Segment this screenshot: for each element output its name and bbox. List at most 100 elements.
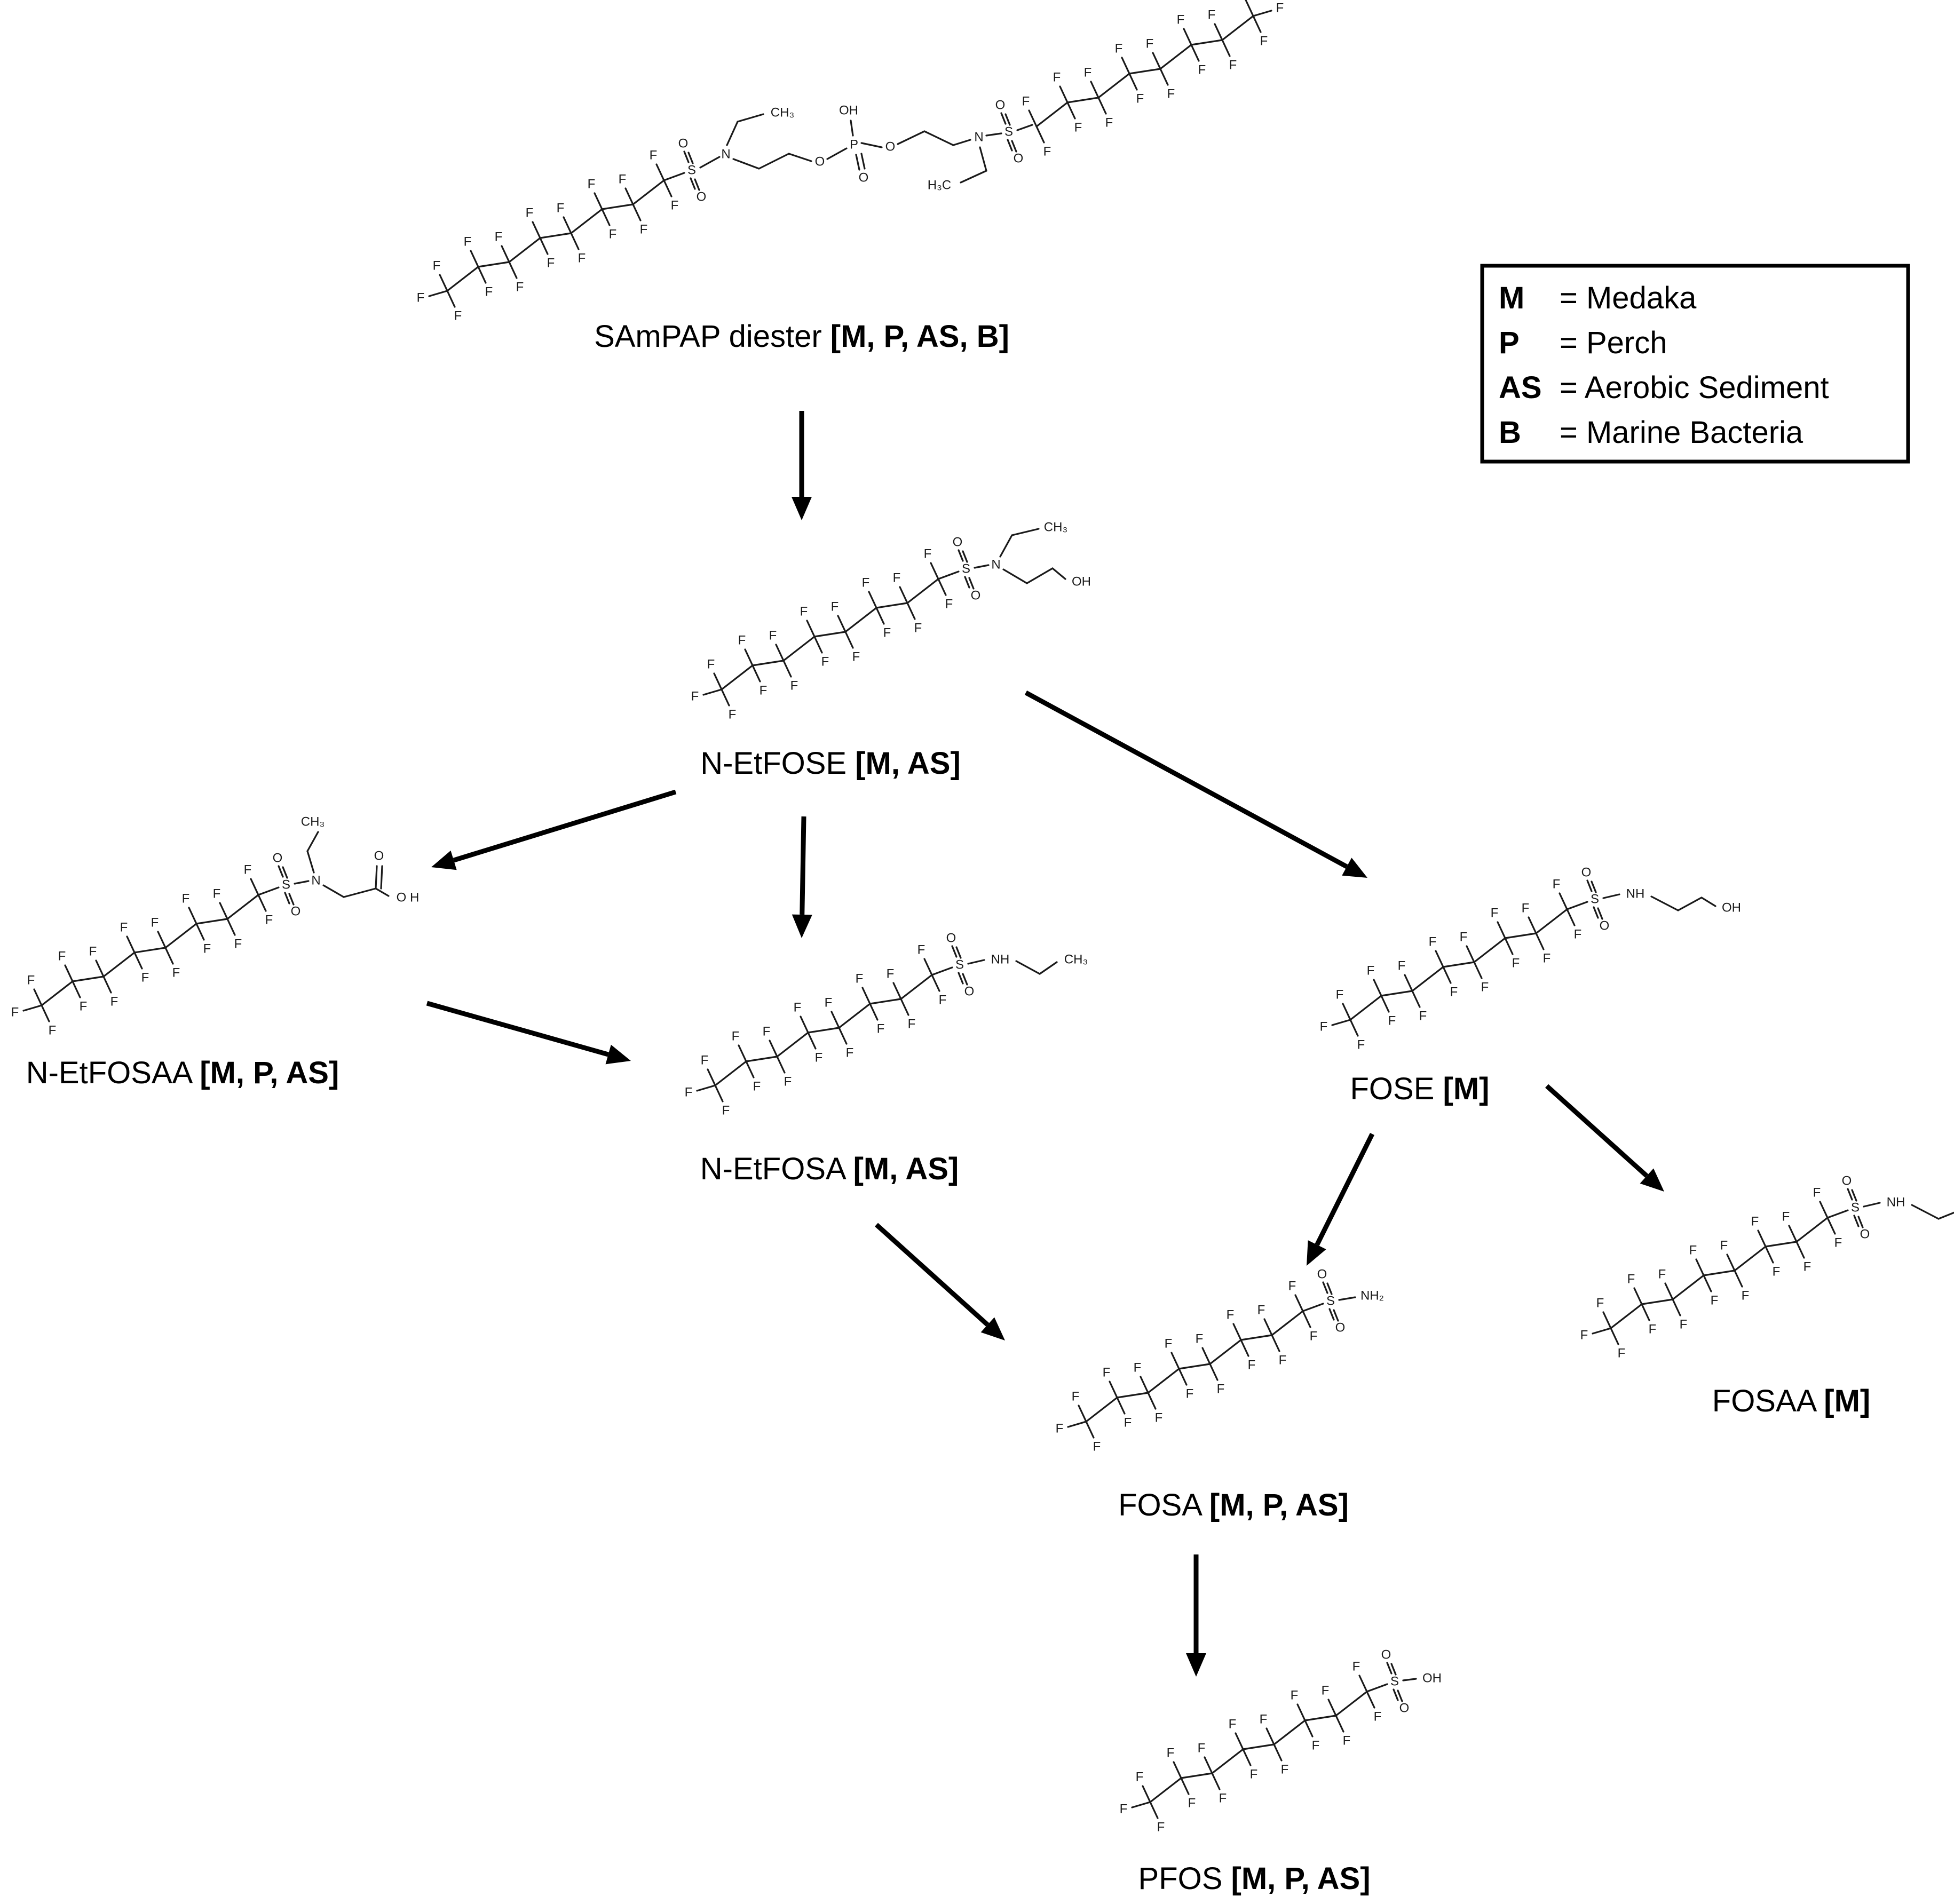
bond — [958, 972, 964, 985]
bond — [726, 121, 739, 146]
atom-label: F — [203, 941, 211, 956]
bond — [900, 974, 933, 1000]
bond — [1304, 1719, 1314, 1738]
atom-label: F — [640, 222, 648, 236]
bond — [1190, 44, 1200, 62]
bond — [906, 578, 939, 604]
bond — [1497, 921, 1506, 939]
bond — [775, 644, 785, 662]
bond — [1700, 897, 1716, 907]
atom-label: N — [991, 557, 1000, 572]
atom-label: F — [110, 994, 118, 1009]
bond — [1211, 1772, 1221, 1790]
atom-label: F — [883, 625, 891, 640]
bond — [1734, 1245, 1767, 1272]
atom-label: F — [1803, 1259, 1811, 1274]
bond — [1788, 1225, 1798, 1243]
arrow-netfosaa-to-netfosa — [426, 1001, 631, 1065]
bond — [477, 261, 510, 268]
bond — [732, 158, 760, 170]
atom-label: S — [1004, 124, 1013, 139]
compound-organisms: [M, AS] — [855, 746, 961, 781]
bond — [838, 1027, 848, 1045]
atom-label: F — [732, 1029, 740, 1043]
bond — [102, 951, 136, 978]
atom-label: S — [282, 877, 290, 892]
bond — [563, 216, 572, 234]
atom-label: F — [1320, 1019, 1328, 1034]
bond — [375, 865, 378, 890]
legend-key-m: M — [1499, 281, 1524, 315]
bond — [1067, 1421, 1087, 1428]
atom-label: F — [609, 227, 617, 241]
bond — [1435, 950, 1444, 968]
atom-label: O — [885, 139, 896, 154]
atom-label: F — [887, 966, 895, 981]
bond — [164, 923, 197, 949]
legend-key-as: AS — [1499, 370, 1542, 405]
bond — [1004, 113, 1011, 126]
atom-label: F — [790, 678, 798, 693]
atom-label: F — [1322, 1683, 1330, 1697]
bond — [1109, 1381, 1118, 1399]
bond — [951, 945, 958, 958]
bond — [897, 130, 925, 145]
atom-label: F — [619, 172, 627, 186]
atom-label: F — [578, 251, 586, 265]
atom-label: F — [265, 913, 273, 927]
atom-label: F — [1343, 1733, 1351, 1748]
bond — [1734, 1270, 1743, 1288]
compound-organisms: [M, P, AS] — [200, 1056, 339, 1090]
atom-label: F — [1084, 65, 1092, 80]
atom-label: S — [962, 561, 970, 576]
bond — [1726, 1254, 1736, 1272]
bond — [788, 153, 812, 162]
bond — [1504, 937, 1514, 955]
bond — [539, 232, 572, 239]
atom-label: F — [1279, 1353, 1287, 1367]
atom-label: F — [27, 973, 35, 987]
atom-label: F — [821, 654, 829, 669]
atom-label: F — [893, 570, 901, 585]
compound-label-fosaa: FOSAA [M] — [1712, 1384, 1870, 1418]
atom-label: F — [729, 707, 737, 721]
bond — [1265, 1727, 1275, 1746]
bond — [713, 672, 723, 691]
bond — [1180, 1772, 1213, 1779]
bond — [1331, 1019, 1351, 1026]
atom-label: F — [495, 229, 503, 244]
atom-label: F — [784, 1074, 792, 1089]
compound-label-netfose: N-EtFOSE [M, AS] — [700, 746, 961, 781]
bond — [1240, 1334, 1273, 1341]
atom-label: F — [588, 177, 596, 191]
atom-label: F — [1056, 1421, 1064, 1435]
atom-label: F — [1022, 94, 1030, 108]
arrow-sampap-to-netfose — [792, 411, 812, 520]
atom-label: F — [1596, 1296, 1604, 1310]
arrow-head — [605, 1044, 631, 1065]
atom-label: F — [825, 995, 833, 1010]
bond — [1795, 1241, 1805, 1259]
atom-label: F — [234, 937, 242, 951]
bond — [1358, 1675, 1368, 1693]
bond — [1757, 1229, 1767, 1248]
atom-label: F — [1310, 1329, 1318, 1343]
bond — [1851, 1189, 1857, 1202]
atom-label: F — [1074, 120, 1082, 134]
atom-label: F — [1227, 1307, 1235, 1322]
arrow-shaft — [800, 816, 806, 915]
bond — [1677, 897, 1703, 911]
atom-label: O — [1581, 865, 1592, 879]
atom-label: F — [1167, 1746, 1175, 1760]
atom-label: OH — [1072, 574, 1091, 589]
bond — [1641, 1303, 1650, 1321]
bond — [284, 892, 290, 905]
atom-label: F — [433, 258, 441, 273]
compound-labels: SAmPAP diester [M, P, AS, B]N-EtFOSE [M,… — [26, 319, 1871, 1896]
bond — [683, 150, 690, 163]
bond — [1664, 1282, 1674, 1300]
atom-label: F — [1580, 1328, 1588, 1342]
bond — [1066, 97, 1099, 104]
bond — [1201, 1347, 1211, 1365]
atom-label: S — [687, 163, 696, 177]
